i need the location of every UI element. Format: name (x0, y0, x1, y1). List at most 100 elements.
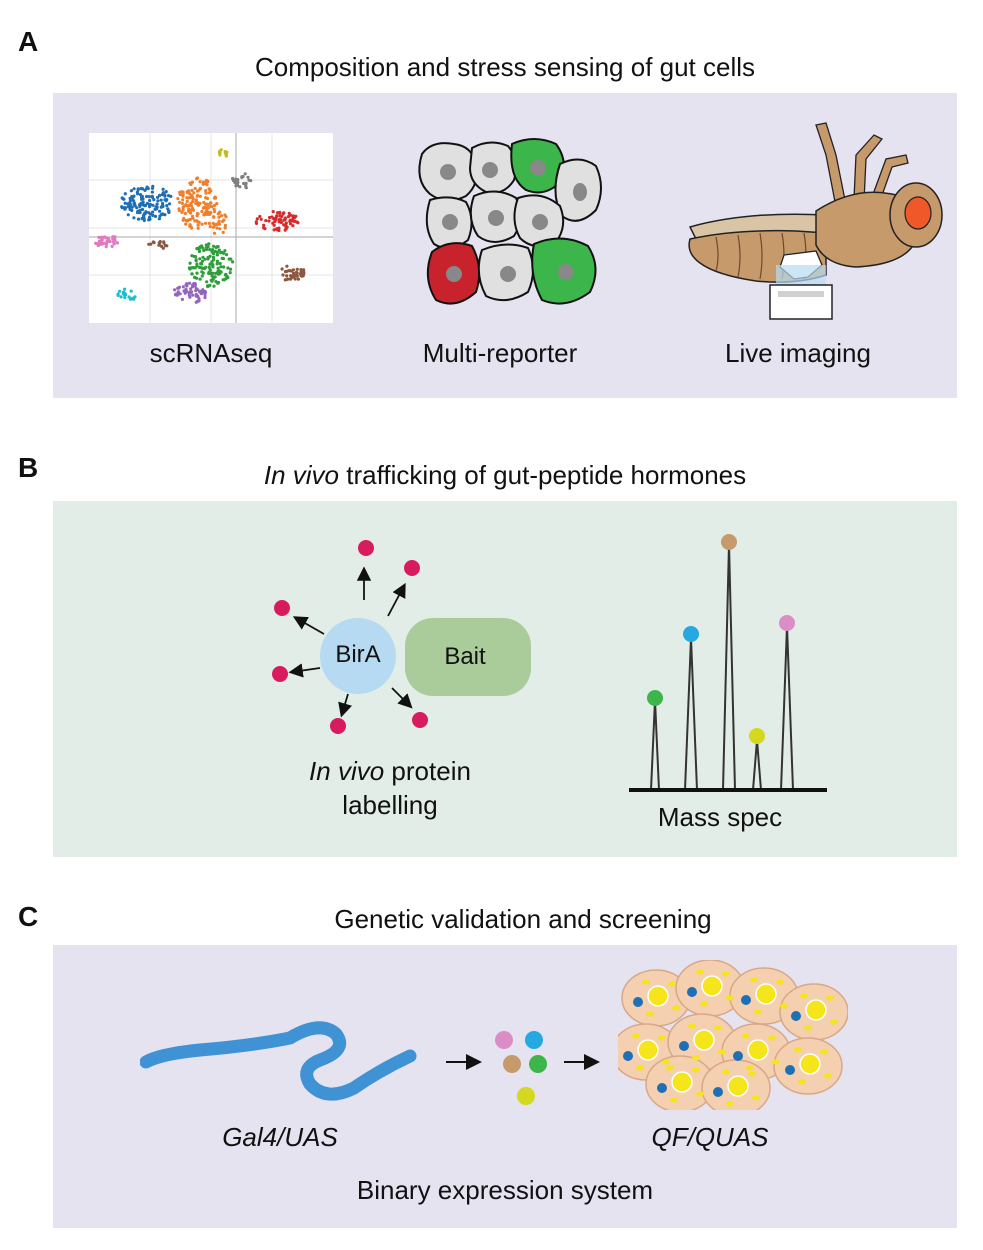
tsne-point (152, 198, 156, 202)
tsne-point (113, 235, 117, 239)
tsne-point (231, 178, 235, 183)
tsne-point (203, 290, 208, 294)
binary-expression-label: Binary expression system (356, 1175, 654, 1205)
tsne-point (135, 206, 139, 210)
tsne-point (156, 195, 160, 199)
tsne-point (235, 183, 240, 187)
tsne-point (300, 274, 304, 278)
tsne-point (175, 293, 179, 297)
tsne-point (132, 199, 136, 203)
tsne-point (137, 210, 141, 214)
tsne-point (207, 212, 212, 216)
tsne-point (188, 290, 193, 294)
tsne-point (208, 248, 212, 252)
tsne-point (161, 246, 165, 250)
tsne-point (222, 265, 226, 269)
vesicle (824, 1073, 832, 1079)
tsne-point (147, 195, 151, 199)
tsne-point (196, 193, 200, 198)
tsne-point (181, 192, 185, 196)
tsne-point (201, 180, 205, 184)
tsne-point (150, 194, 154, 198)
tsne-point (150, 186, 155, 190)
tsne-point (123, 295, 127, 300)
tsne-point (200, 222, 204, 226)
tsne-point (196, 294, 200, 299)
tsne-point (222, 251, 226, 255)
blue-nucleus (633, 997, 643, 1007)
tsne-point (99, 242, 104, 246)
tsne-point (201, 271, 205, 275)
tsne-point (107, 237, 111, 241)
tsne-point (279, 220, 283, 225)
tsne-point (203, 257, 207, 261)
tsne-point (262, 226, 266, 230)
vesicle (718, 1049, 726, 1055)
tsne-point (212, 244, 216, 248)
vesicle (830, 1019, 838, 1025)
tsne-point (258, 214, 262, 219)
tsne-point (148, 202, 152, 206)
tsne-point (228, 271, 232, 275)
tsne-point (188, 261, 192, 265)
tsne-point (190, 254, 194, 258)
tsne-point (194, 300, 198, 304)
tsne-point (281, 273, 285, 277)
tsne-point (207, 191, 211, 195)
yellow-nucleus (727, 1075, 749, 1097)
tsne-point (268, 215, 272, 220)
tsne-point (249, 179, 253, 183)
tsne-point (138, 203, 142, 207)
tsne-point (203, 212, 207, 216)
tsne-point (201, 288, 205, 292)
tsne-point (190, 188, 194, 192)
tsne-point (191, 293, 195, 297)
tsne-point (95, 242, 99, 246)
tsne-point (180, 201, 184, 205)
tsne-point (151, 213, 155, 217)
expression-flow (446, 1031, 600, 1105)
tsne-point (123, 201, 127, 205)
tsne-point (207, 187, 211, 191)
vesicle (714, 1025, 722, 1031)
tsne-point (206, 256, 210, 260)
tsne-point (299, 268, 303, 272)
vesicle (658, 1035, 666, 1041)
tsne-point (141, 203, 145, 207)
vesicle (742, 1033, 750, 1039)
tsne-point (120, 205, 124, 209)
vesicle (696, 1091, 704, 1097)
panel-letter-a: A (18, 26, 39, 57)
tsne-point (161, 187, 165, 191)
tsne-point (217, 280, 221, 285)
tsne-point (299, 272, 303, 276)
tsne-point (190, 214, 195, 218)
tsne-point (198, 277, 202, 281)
tsne-point (202, 200, 206, 205)
tsne-point (246, 175, 250, 179)
tsne-point (289, 213, 293, 217)
tsne-point (195, 264, 199, 268)
tsne-point (191, 285, 195, 289)
vesicle (746, 1065, 754, 1071)
tsne-point (271, 210, 275, 214)
tsne-point (196, 189, 200, 193)
tsne-point (295, 220, 299, 224)
tsne-point (286, 277, 290, 281)
tsne-point (223, 249, 227, 253)
tsne-point (213, 223, 217, 227)
tsne-point (234, 177, 238, 181)
tsne-point (115, 241, 120, 245)
tsne-point (182, 216, 186, 221)
tsne-point (226, 276, 230, 280)
tsne-point (126, 213, 130, 217)
tsne-point (296, 277, 300, 281)
tsne-point (208, 225, 212, 229)
tsne-point (196, 201, 200, 205)
panel-letter-b: B (18, 452, 39, 483)
tsne-point (142, 218, 146, 223)
tsne-point (163, 194, 167, 198)
tsne-point (145, 185, 149, 189)
tsne-point (195, 177, 199, 181)
tsne-point (151, 203, 155, 207)
